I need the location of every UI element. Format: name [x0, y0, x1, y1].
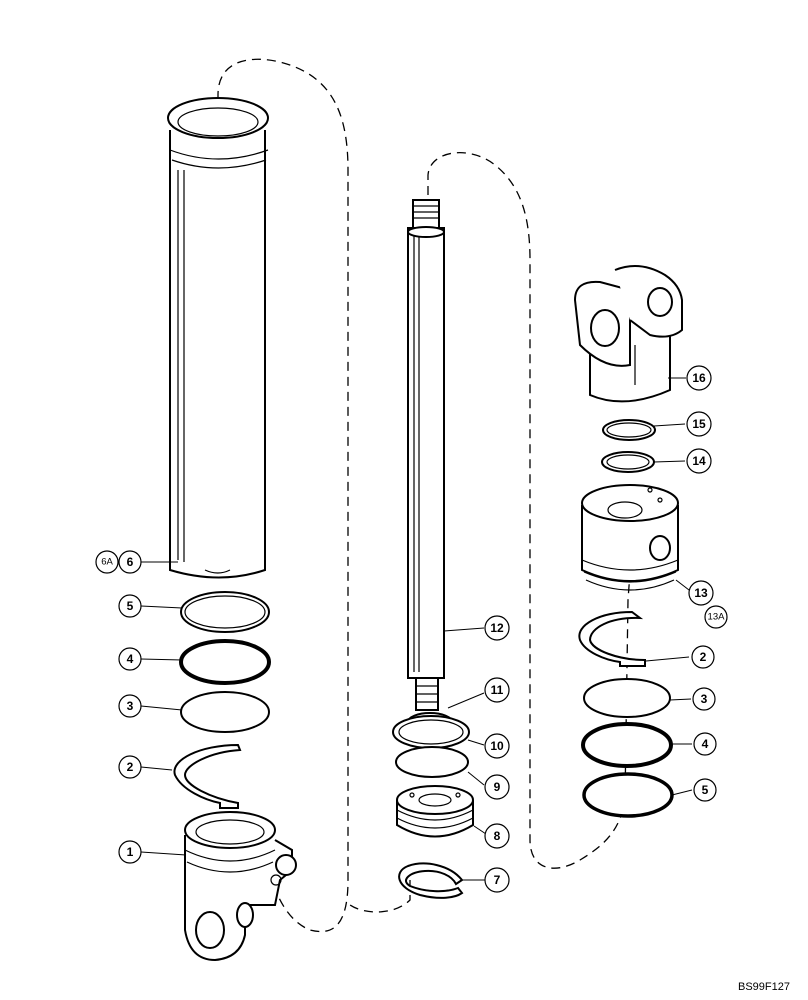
- callout-2-right: 2: [691, 645, 715, 669]
- callout-2-right-label: 2: [700, 650, 707, 664]
- snap-ring-7: [398, 862, 464, 899]
- callout-5-right: 5: [693, 778, 717, 802]
- ring-3-left: [180, 691, 270, 733]
- callout-6-label: 6: [127, 555, 134, 569]
- callout-6: 6: [118, 550, 142, 574]
- callout-12-label: 12: [490, 621, 504, 635]
- callout-2-left-label: 2: [127, 760, 134, 774]
- callout-12: 12: [484, 615, 510, 641]
- callout-11-label: 11: [491, 683, 504, 697]
- callout-2-left: 2: [118, 755, 142, 779]
- callout-9: 9: [484, 774, 510, 800]
- callout-8: 8: [484, 823, 510, 849]
- callout-13: 13: [688, 580, 714, 606]
- callout-4-left: 4: [118, 647, 142, 671]
- callout-16-label: 16: [692, 371, 706, 385]
- callout-3-left: 3: [118, 694, 142, 718]
- snap-ring-2-left: [173, 743, 242, 809]
- callout-3-right: 3: [692, 687, 716, 711]
- ring-4-right: [581, 722, 673, 768]
- callout-7-label: 7: [494, 873, 501, 887]
- callout-5-right-label: 5: [702, 783, 709, 797]
- ring-9: [395, 746, 469, 778]
- assembly-path-left: [217, 58, 349, 933]
- callout-14: 14: [686, 448, 712, 474]
- callout-16: 16: [686, 365, 712, 391]
- ring-10: [392, 715, 470, 749]
- callout-9-label: 9: [494, 780, 501, 794]
- ring-4-left: [179, 639, 271, 685]
- callout-13a: 13A: [704, 605, 728, 629]
- callout-7: 7: [484, 867, 510, 893]
- callout-6a: 6A: [95, 550, 119, 574]
- callout-3-right-label: 3: [701, 692, 708, 706]
- ring-5-left: [180, 591, 270, 633]
- gland-13: [581, 484, 679, 591]
- snap-ring-2-right: [578, 610, 646, 667]
- callout-10-label: 10: [490, 739, 504, 753]
- callout-11: 11: [484, 677, 510, 703]
- assembly-path-rod-lower: [349, 880, 411, 913]
- callout-14-label: 14: [692, 454, 706, 468]
- callout-6a-label: 6A: [101, 557, 113, 568]
- ring-5-right: [582, 772, 674, 818]
- callout-1-label: 1: [127, 845, 134, 859]
- callout-13a-label: 13A: [708, 612, 726, 623]
- piston-8: [396, 785, 474, 838]
- ring-3-right: [583, 678, 671, 718]
- barrel: [167, 97, 269, 579]
- cylinder-head: [184, 811, 297, 962]
- callout-1: 1: [118, 840, 142, 864]
- figure-reference: BS99F127: [738, 981, 790, 993]
- callout-15: 15: [686, 411, 712, 437]
- callout-15-label: 15: [692, 417, 706, 431]
- callout-5-left-label: 5: [127, 599, 134, 613]
- callout-3-left-label: 3: [127, 699, 134, 713]
- callout-4-right: 4: [693, 732, 717, 756]
- callout-5-left: 5: [118, 594, 142, 618]
- piston-rod: [407, 199, 445, 711]
- callout-4-right-label: 4: [702, 737, 709, 751]
- callout-8-label: 8: [494, 829, 501, 843]
- rod-eye-16: [573, 265, 683, 403]
- leader-lines: [140, 377, 693, 881]
- callout-10: 10: [484, 733, 510, 759]
- callout-4-left-label: 4: [127, 652, 134, 666]
- ring-15: [602, 419, 656, 441]
- callout-13-label: 13: [694, 586, 708, 600]
